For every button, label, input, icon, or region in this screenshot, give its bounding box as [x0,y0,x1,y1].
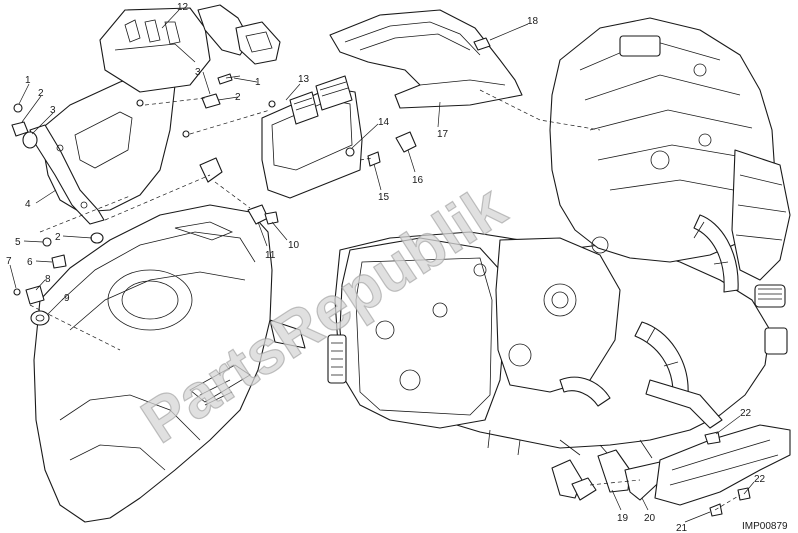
callout-1b: 1 [255,77,261,88]
small-fasteners [13,237,67,326]
callout-12: 12 [177,2,189,13]
callout-13: 13 [298,74,310,85]
callout-18: 18 [527,16,539,27]
callout-6: 6 [27,257,33,268]
cover-shell [33,204,306,523]
callout-labels: 1 2 3 4 2 5 6 7 8 9 12 3 1 2 10 11 13 14… [6,2,766,533]
callout-9: 9 [64,293,70,304]
callout-3: 3 [50,105,56,116]
control-unit [199,75,417,225]
callout-17: 17 [437,129,449,140]
leader-lines [9,9,755,523]
callout-19: 19 [617,513,629,524]
callout-2b: 2 [55,232,61,243]
assembly-dashed-lines [29,89,741,511]
engine-assembly [327,17,791,463]
drawing-code: IMP00879 [742,521,788,532]
lower-parts [551,424,791,517]
callout-5: 5 [15,237,21,248]
callout-10: 10 [288,240,300,251]
callout-8: 8 [45,274,51,285]
callout-16: 16 [412,175,424,186]
bracket-assembly [11,4,281,244]
callout-15: 15 [378,192,390,203]
callout-11: 11 [265,250,276,261]
callout-22a: 22 [740,408,752,419]
callout-22b: 22 [754,474,766,485]
callout-21: 21 [676,523,688,533]
callout-4: 4 [25,199,31,210]
callout-7: 7 [6,256,12,267]
callout-2c: 2 [235,92,241,103]
callout-3b: 3 [195,67,201,78]
shield-cover [329,9,523,109]
callout-14: 14 [378,117,390,128]
callout-2: 2 [38,88,44,99]
callout-1: 1 [25,75,31,86]
callout-20: 20 [644,513,656,524]
